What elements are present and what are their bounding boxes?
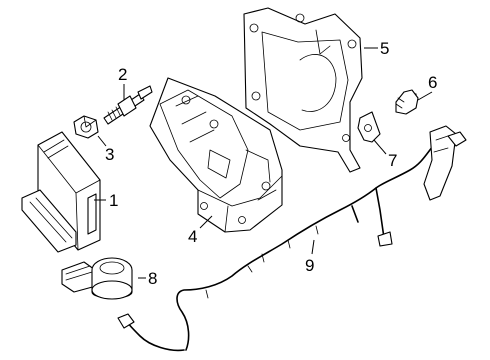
- stud-bolt-part: [103, 85, 153, 125]
- callout-7: 7: [388, 151, 397, 170]
- mounting-bracket-part: [149, 77, 283, 233]
- callout-5: 5: [380, 39, 389, 58]
- leader-4: [199, 215, 213, 229]
- callout-2: 2: [118, 65, 127, 84]
- leader-7: [373, 139, 387, 155]
- parking-sensor-part: [61, 257, 133, 300]
- callout-8: 8: [148, 269, 157, 288]
- shield-plate-part: [243, 7, 363, 173]
- control-module-part: [21, 131, 101, 253]
- callout-9: 9: [305, 256, 314, 275]
- nut-part: [73, 115, 99, 139]
- retainer-clip-part: [357, 111, 381, 143]
- leader-6: [417, 91, 433, 101]
- leader-3: [97, 135, 107, 147]
- callout-4: 4: [188, 227, 197, 246]
- wiring-harness-part: [117, 125, 467, 352]
- callout-3: 3: [105, 145, 114, 164]
- callout-1: 1: [109, 191, 118, 210]
- leader-9: [311, 239, 315, 255]
- callout-6: 6: [428, 73, 437, 92]
- push-pin-fastener-part: [395, 89, 419, 115]
